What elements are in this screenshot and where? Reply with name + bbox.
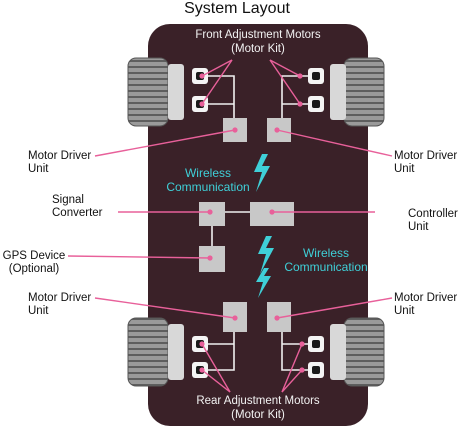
- diagram-title: System Layout: [184, 0, 290, 17]
- wireless-bolt-icon: [258, 236, 274, 274]
- label-line1: Signal: [52, 194, 84, 206]
- label-line2: Unit: [394, 163, 415, 175]
- label-line2: Unit: [394, 305, 415, 317]
- wireless-2-line1: Wireless: [302, 246, 349, 260]
- wireless-1-line1: Wireless: [184, 166, 231, 180]
- label-line2: (Optional): [8, 263, 60, 275]
- label-motor-driver-front-left: Motor Driver Unit: [28, 150, 94, 176]
- motor-front-right-top: [308, 68, 324, 84]
- label-line1: GPS Device: [2, 250, 66, 262]
- wireless-2-line2: Communication: [284, 260, 368, 274]
- motor-rear-right-top: [308, 336, 324, 352]
- front-motors-line1: Front Adjustment Motors: [195, 29, 321, 41]
- label-motor-driver-rear-left: Motor Driver Unit: [28, 292, 94, 318]
- label-motor-driver-front-right: Motor Driver Unit: [394, 150, 472, 176]
- front-motors-label: Front Adjustment Motors (Motor Kit): [160, 28, 356, 56]
- label-line1: Motor Driver: [28, 292, 92, 304]
- label-line1: Motor Driver: [394, 292, 458, 304]
- wireless-communication-label-2: Wireless Communication: [276, 246, 376, 274]
- signal-converter-box: [199, 202, 225, 226]
- label-line2: Converter: [52, 207, 103, 219]
- leader-dots: [199, 73, 305, 373]
- label-line2: Unit: [408, 221, 429, 233]
- front-motors-line2: (Motor Kit): [231, 43, 285, 55]
- tire-rear-right: [330, 317, 385, 387]
- label-controller-unit: Controller Unit: [408, 208, 472, 234]
- label-gps-device: GPS Device (Optional): [0, 250, 68, 276]
- motor-front-right-bottom: [308, 96, 324, 112]
- label-line1: Controller: [408, 208, 458, 220]
- tire-rear-left: [127, 317, 184, 387]
- label-motor-driver-rear-right: Motor Driver Unit: [394, 292, 472, 318]
- rear-motors-line2: (Motor Kit): [231, 409, 285, 421]
- label-line1: Motor Driver: [28, 150, 92, 162]
- wireless-communication-label-1: Wireless Communication: [158, 166, 258, 194]
- motor-rear-right-bottom: [308, 362, 324, 378]
- label-line1: Motor Driver: [394, 150, 458, 162]
- leader-lines: [67, 59, 393, 393]
- rear-motors-label: Rear Adjustment Motors (Motor Kit): [160, 394, 356, 422]
- rear-motors-line1: Rear Adjustment Motors: [196, 395, 320, 407]
- tire-front-left: [127, 57, 184, 127]
- wireless-1-line2: Communication: [166, 180, 250, 194]
- label-line2: Unit: [28, 305, 49, 317]
- wireless-bolt-icon: [254, 154, 270, 192]
- label-signal-converter: Signal Converter: [52, 194, 118, 220]
- tire-front-right: [330, 57, 385, 127]
- label-line2: Unit: [28, 163, 49, 175]
- wireless-bolt-icon: [256, 268, 271, 298]
